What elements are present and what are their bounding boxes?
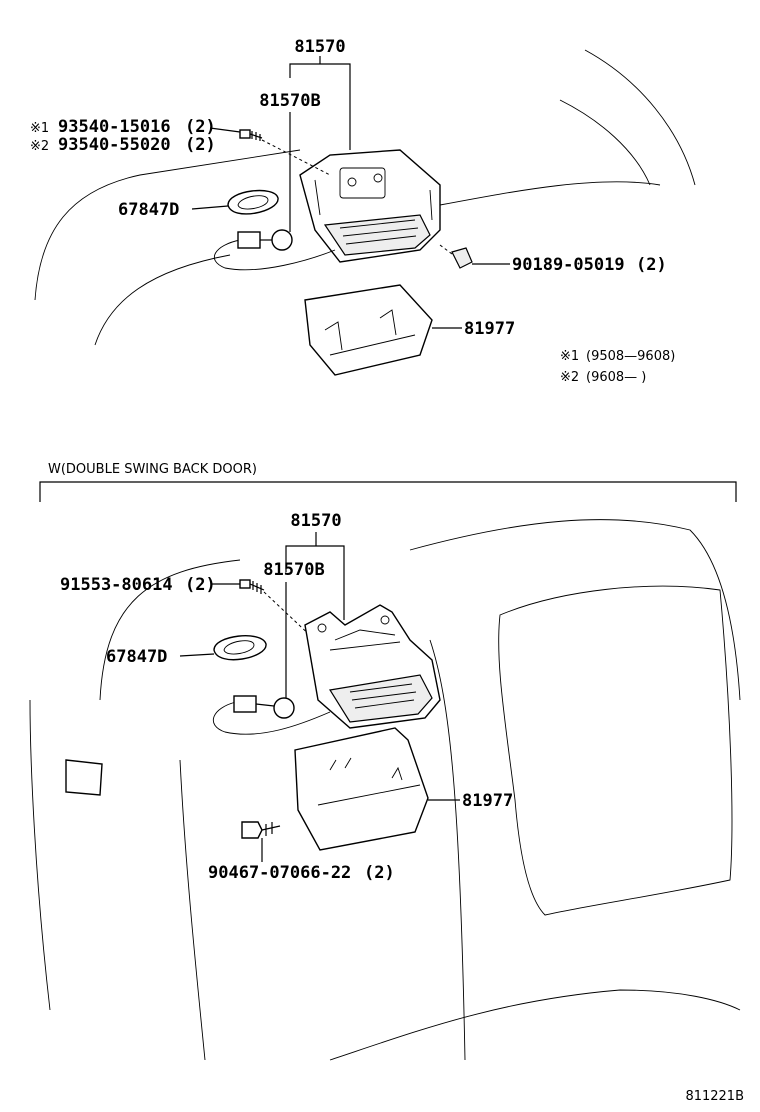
top-label-90189: 90189-05019 xyxy=(512,255,625,275)
top-screw-1-mark: ※1 xyxy=(30,121,49,136)
top-roof-line xyxy=(439,181,661,206)
bottom-label-81977: 81977 xyxy=(462,791,513,811)
bottom-body-pillar xyxy=(429,639,466,1061)
bottom-lamp-housing xyxy=(304,604,441,729)
top-roof-inner xyxy=(559,99,651,186)
bottom-grommet xyxy=(213,635,267,661)
top-screw xyxy=(239,129,263,141)
bottom-section-title: W(DOUBLE SWING BACK DOOR) xyxy=(48,462,257,477)
bottom-body-left-2 xyxy=(99,559,241,701)
bottom-label-91553-qty: (2) xyxy=(185,575,216,595)
top-screw-2-no: 93540-55020 xyxy=(58,135,171,155)
top-body-outline xyxy=(34,149,301,301)
top-note-1-range: (9508—9608) xyxy=(586,349,675,364)
bottom-clip xyxy=(241,821,281,839)
top-note-2-range: (9608— ) xyxy=(586,370,646,385)
bottom-section: W(DOUBLE SWING BACK DOOR) 81570 81570B 9… xyxy=(29,462,741,1061)
top-screw-1-qty: (2) xyxy=(185,117,216,137)
top-lamp-housing xyxy=(299,149,441,263)
bottom-screw xyxy=(239,579,265,594)
bottom-cover xyxy=(294,727,429,851)
bottom-label-67847D: 67847D xyxy=(106,647,167,667)
bottom-body-pillar-2 xyxy=(179,759,206,1061)
top-label-81570B: 81570B xyxy=(259,91,320,111)
top-label-81570: 81570 xyxy=(294,37,345,57)
footer-code: 811221B xyxy=(685,1089,744,1104)
top-bulb-socket xyxy=(213,229,336,271)
top-roof-curve xyxy=(584,49,696,186)
bottom-window xyxy=(498,585,733,916)
top-screw-leader xyxy=(209,127,241,133)
bottom-bulb-socket xyxy=(213,695,331,735)
top-section: 81570 81570B ※1 93540-15016 (2) ※2 93540… xyxy=(30,37,696,385)
bottom-label-81570: 81570 xyxy=(290,511,341,531)
top-label-67847D: 67847D xyxy=(118,200,179,220)
bottom-label-81570B: 81570B xyxy=(263,560,324,580)
top-grommet xyxy=(227,189,279,215)
bottom-leader-67847D xyxy=(179,653,215,657)
top-screw-dash xyxy=(261,139,331,176)
bottom-body-roof xyxy=(409,519,741,701)
top-body-outline-2 xyxy=(94,254,231,346)
bottom-body-lower xyxy=(329,989,741,1061)
bottom-section-bracket xyxy=(39,481,737,502)
bottom-bracket-81570 xyxy=(285,532,345,620)
top-screw-2-mark: ※2 xyxy=(30,139,49,154)
top-label-90189-qty: (2) xyxy=(636,255,667,275)
bottom-label-91553: 91553-80614 xyxy=(60,575,173,595)
top-socket-dash xyxy=(439,244,453,255)
bottom-body-left xyxy=(29,699,51,1011)
top-label-81977: 81977 xyxy=(464,319,515,339)
top-socket-clip xyxy=(451,247,473,269)
top-screw-1-no: 93540-15016 xyxy=(58,117,171,137)
top-bracket-81570 xyxy=(289,56,351,150)
top-note-2-mark: ※2 xyxy=(560,370,579,385)
top-leader-67847D xyxy=(191,205,229,210)
bottom-label-90467: 90467-07066-22 xyxy=(208,863,351,883)
bottom-label-90467-qty: (2) xyxy=(364,863,395,883)
top-note-1-mark: ※1 xyxy=(560,349,579,364)
bottom-door-handle xyxy=(65,759,103,796)
top-cover xyxy=(304,284,433,376)
top-screw-2-qty: (2) xyxy=(185,135,216,155)
